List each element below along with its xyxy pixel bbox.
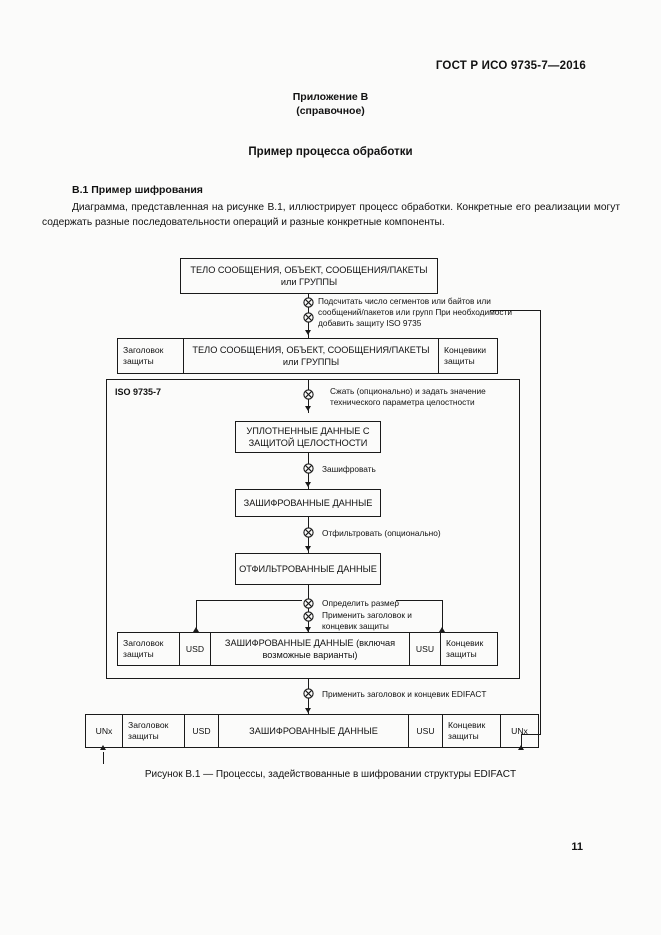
branch-line-right xyxy=(396,600,443,601)
cell-encrypted-data: ЗАШИФРОВАННЫЕ ДАННЫЕ (включая возможные … xyxy=(211,633,410,665)
unx-right-feed-horizontal xyxy=(521,734,541,735)
arrowhead-icon xyxy=(305,406,312,411)
note-count-segments: Подсчитать число сегментов или байтов ил… xyxy=(318,296,513,328)
cell-usu: USU xyxy=(409,715,443,747)
arrowhead-icon xyxy=(439,627,445,632)
cell-encrypted-data: ЗАШИФРОВАННЫЕ ДАННЫЕ xyxy=(219,715,409,747)
arrowhead-icon xyxy=(305,482,312,487)
cell-security-header: Заголовок защиты xyxy=(118,339,184,373)
cell-security-header: Заголовок защиты xyxy=(118,633,180,665)
cell-security-header: Заголовок защиты xyxy=(123,715,185,747)
box-filtered-data: ОТФИЛЬТРОВАННЫЕ ДАННЫЕ xyxy=(235,553,381,585)
operation-marker-icon xyxy=(303,598,314,609)
arrowhead-icon xyxy=(100,745,106,750)
operation-marker-icon xyxy=(303,611,314,622)
container-iso-9735-7 xyxy=(106,379,520,679)
page-number: 11 xyxy=(571,841,583,853)
box-encrypted-data: ЗАШИФРОВАННЫЕ ДАННЫЕ xyxy=(235,489,381,517)
branch-line-left-down xyxy=(196,600,197,632)
note-determine-size: Определить размер xyxy=(322,598,399,608)
cell-security-trailer: Концевик защиты xyxy=(446,638,484,659)
section-title: Пример процесса обработки xyxy=(248,146,413,158)
cell-usd: USD xyxy=(185,715,219,747)
arrowhead-icon xyxy=(305,330,312,335)
note-encrypt: Зашифровать xyxy=(322,464,376,474)
cell-security-trailers: Концевики защиты xyxy=(444,345,487,366)
annex-title: Приложение В xyxy=(292,91,369,103)
arrowhead-icon xyxy=(518,745,524,750)
container-label-iso: ISO 9735-7 xyxy=(115,387,162,397)
strip-inner-encrypted: Заголовок защиты USD ЗАШИФРОВАННЫЕ ДАННЫ… xyxy=(117,632,498,666)
operation-marker-icon xyxy=(303,389,314,400)
cell-security-trailer: Концевик защиты xyxy=(443,715,501,747)
branch-line-right-down xyxy=(442,600,443,632)
cell-message-body: ТЕЛО СООБЩЕНИЯ, ОБЪЕКТ, СООБЩЕНИЯ/ПАКЕТЫ… xyxy=(184,339,439,373)
arrowhead-icon xyxy=(305,708,312,713)
operation-marker-icon xyxy=(303,463,314,474)
note-apply-edifact: Применить заголовок и концевик EDIFACT xyxy=(322,689,487,699)
figure-caption: Рисунок В.1 — Процессы, задействованные … xyxy=(144,769,517,780)
subsection-heading: В.1 Пример шифрования xyxy=(72,184,203,196)
process-diagram: ТЕЛО СООБЩЕНИЯ, ОБЪЕКТ, СООБЩЕНИЯ/ПАКЕТЫ… xyxy=(85,258,541,764)
operation-marker-icon xyxy=(303,688,314,699)
operation-marker-icon xyxy=(303,527,314,538)
box-compressed-data: УПЛОТНЕННЫЕ ДАННЫЕ С ЗАЩИТОЙ ЦЕЛОСТНОСТИ xyxy=(235,421,381,453)
cell-unx-left: UNx xyxy=(86,715,123,747)
feedback-line-horizontal-top xyxy=(490,310,541,311)
cell-unx-right: UNx xyxy=(511,725,528,736)
connector-size xyxy=(308,585,309,633)
box-message-body-top: ТЕЛО СООБЩЕНИЯ, ОБЪЕКТ, СООБЩЕНИЯ/ПАКЕТЫ… xyxy=(180,258,438,294)
unx-left-feed-line xyxy=(103,752,104,764)
strip-protected-message: Заголовок защиты ТЕЛО СООБЩЕНИЯ, ОБЪЕКТ,… xyxy=(117,338,498,374)
operation-marker-icon xyxy=(303,312,314,323)
arrowhead-icon xyxy=(305,546,312,551)
cell-usu: USU xyxy=(410,633,441,665)
note-filter: Отфильтровать (опционально) xyxy=(322,528,441,538)
unx-right-feed-line xyxy=(521,734,522,748)
note-apply-header-trailer: Применить заголовок и концевик защиты xyxy=(322,610,412,631)
arrowhead-icon xyxy=(305,627,312,632)
operation-marker-icon xyxy=(303,297,314,308)
feedback-line-vertical-right xyxy=(540,310,541,734)
cell-usd: USD xyxy=(180,633,211,665)
intro-paragraph: Диаграмма, представленная на рисунке В.1… xyxy=(42,202,620,228)
note-compress: Сжать (опционально) и задать значение те… xyxy=(330,386,486,407)
arrowhead-icon xyxy=(193,627,199,632)
branch-line-left xyxy=(196,600,302,601)
standard-header: ГОСТ Р ИСО 9735-7—2016 xyxy=(435,60,586,72)
strip-final-edifact: UNx Заголовок защиты USD ЗАШИФРОВАННЫЕ Д… xyxy=(85,714,539,748)
annex-subtitle: (справочное) xyxy=(296,105,365,117)
